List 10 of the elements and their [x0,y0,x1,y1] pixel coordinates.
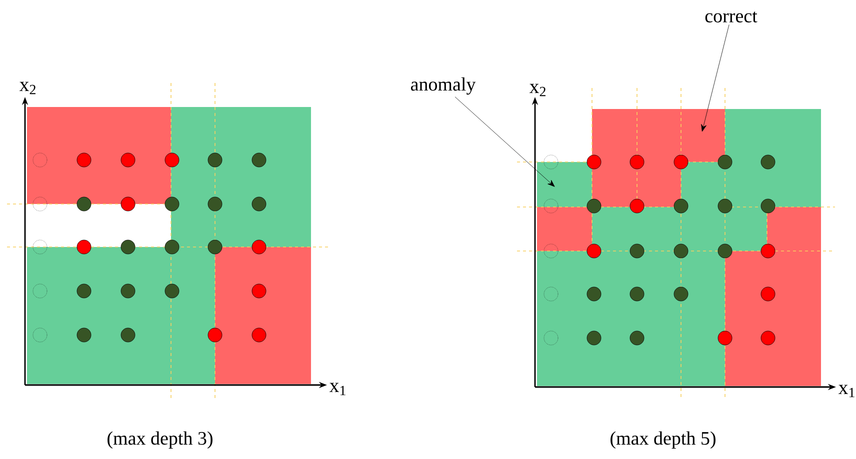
leader-arrow [454,96,555,187]
callout-text: anomaly [410,77,476,95]
axis-label: x$_{2}$ [19,82,36,94]
axis-label: x$_{2}$ [529,84,546,96]
caption: (max depth 5) [610,431,716,449]
leader-arrow [701,24,730,132]
axis-label: x$_{1}$ [329,382,346,396]
callout-text: correct [705,12,758,22]
caption: (max depth 3) [108,431,212,449]
axis-label: x$_{1}$ [838,384,854,398]
